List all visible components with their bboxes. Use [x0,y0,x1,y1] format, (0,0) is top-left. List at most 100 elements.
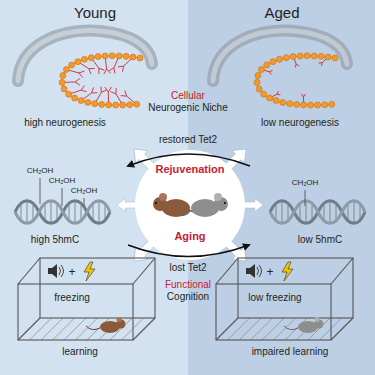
dna-aged [270,190,365,223]
caption-label: low neurogenesis [261,117,339,129]
drawing-part [40,258,155,318]
neuron-cell [69,62,75,68]
drawing-part [213,31,347,81]
drawing-part [329,202,331,222]
neuron-cell [85,99,91,105]
category-label: Functional [165,279,211,291]
drawing-part [281,202,283,222]
neuron-branch [99,68,104,70]
neuron-branch [105,87,108,92]
drawing-part [59,53,143,108]
grid-bar [99,318,121,340]
drawing-part [305,190,306,206]
neuron-cell [329,101,335,107]
neuron-cell [258,67,264,73]
drawing-part [104,205,106,219]
neuron-cell [109,53,115,59]
drawing-part [257,56,335,105]
neuron-cell [66,91,72,97]
neuron-branch [321,63,323,67]
neuron-cell [283,55,289,61]
chamber-young [18,258,155,340]
drawing-part [48,264,57,278]
neuron-cell [318,53,324,59]
chemical-label: CH₂OH [27,166,54,176]
grid-bar [262,318,284,340]
drawing-part [238,258,353,318]
drawing-part [18,31,152,81]
drawing-part [282,262,293,281]
drawing-part [287,205,289,219]
neuron-cell [256,86,262,92]
drawing-part [270,201,365,224]
hippocampus-young [18,31,152,108]
chemical-label: CH₂OH [49,176,76,186]
drawing-part [347,205,349,219]
neuron-branch [109,68,114,71]
drawing-part [214,193,222,201]
drawing-part [257,265,262,277]
drawing-part [335,205,337,219]
neuron-cell [88,55,94,61]
drawing-part [40,178,41,204]
drawing-part [270,201,365,224]
neuron-cell [315,102,321,108]
neuron-cell [95,54,101,60]
neuron-cell [134,101,140,107]
neuron-branch [75,82,80,85]
state-label: Rejuvenation [155,163,224,175]
drawing-part [311,205,313,219]
grid-bar [274,318,296,340]
drawing-part [213,31,347,81]
drawing-part [26,202,28,222]
neuron-branch [75,79,80,82]
neuron-cell [332,55,338,61]
white-arrows [117,143,263,268]
neuron-cell [254,79,260,85]
category-label: Neurogenic Niche [148,102,228,114]
neuron-cell [130,54,136,60]
grid-bar [251,318,273,340]
neuron-cell [304,53,310,59]
drawing-part [15,201,110,224]
neuron-branch [269,72,271,75]
caption-label: low freezing [248,292,301,304]
drawing-part [80,205,82,219]
drawing-part [246,264,255,278]
drawing-part [323,205,325,219]
neuron-cell [261,91,267,97]
neuron-branch [121,95,127,96]
neuron-cell [255,73,261,79]
neuron-cell [61,86,67,92]
aged-mouse [179,193,228,217]
neuron-cell [113,102,119,108]
caption-label: freezing [54,292,90,304]
neuron-branch [114,68,115,74]
symbol-label: + [266,265,273,279]
drawing-part [92,205,94,219]
drawing-part [59,265,64,277]
neuron-cell [60,73,66,79]
symbol-label: + [68,265,75,279]
chamber-aged [216,258,353,340]
drawing-part [315,317,320,322]
neuron-branch [92,87,94,93]
caption-label: impaired learning [252,346,329,358]
state-label: Aging [174,230,205,242]
grid-bar [53,318,75,340]
drawing-part [353,202,355,222]
neuron-cell [63,67,69,73]
grid-bar [297,318,319,340]
neuron-branch [79,73,83,77]
grid-bar [64,318,86,340]
neuron-cell [276,56,282,62]
drawing-part [331,318,353,340]
neuron-cell [137,55,143,61]
drawing-part [18,284,133,340]
neuron-cell [290,54,296,60]
caption-label: low 5hmC [298,234,342,246]
drawing-part [30,318,144,340]
drawing-part [179,210,191,215]
neuron-branch [79,71,85,73]
panel-heading: Aged [264,4,299,22]
